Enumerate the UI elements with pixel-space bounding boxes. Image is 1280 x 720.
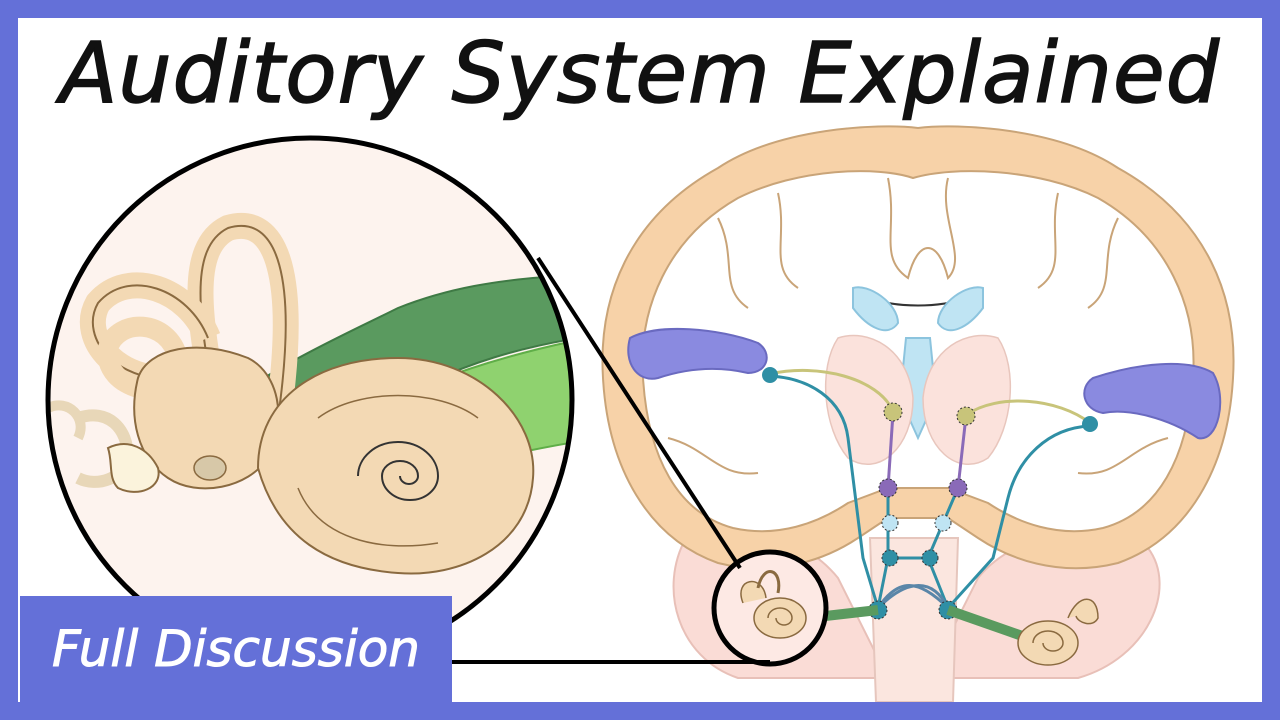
inner-ear-magnified	[45, 135, 575, 665]
cochlea-small-left	[711, 549, 879, 667]
primary-auditory-cortex-left	[627, 327, 768, 380]
auditory-illustration	[45, 125, 1235, 702]
cochlea-small-right	[946, 598, 1099, 666]
thumbnail-canvas: Auditory System Explained Full Discussio…	[18, 18, 1262, 702]
ossicles	[48, 400, 227, 493]
cochlea	[256, 356, 535, 575]
full-discussion-badge[interactable]: Full Discussion	[20, 596, 452, 702]
video-title: Auditory System Explained	[59, 23, 1221, 123]
zoom-connector-lines	[433, 256, 770, 664]
brain-coronal-section	[601, 125, 1235, 702]
badge-label: Full Discussion	[52, 620, 421, 679]
primary-auditory-cortex-right	[1083, 362, 1222, 440]
